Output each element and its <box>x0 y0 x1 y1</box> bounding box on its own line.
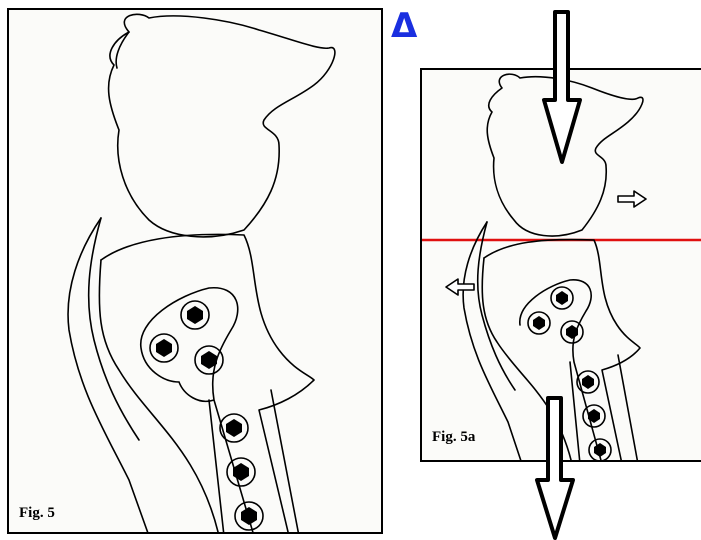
tibial-plateau-outline <box>484 240 640 462</box>
screw-head <box>594 443 606 457</box>
screw-head <box>226 419 242 437</box>
figure-5-caption: Fig. 5 <box>19 505 55 522</box>
small-hollow-arrow-icon <box>446 279 474 295</box>
figure-5-drawing <box>9 10 383 534</box>
figure-5a-drawing <box>422 70 701 462</box>
figure-5a-panel: Fig. 5a <box>420 68 701 462</box>
fibula-outline <box>463 222 522 462</box>
screw-head <box>582 375 594 389</box>
fibula-outline <box>68 218 149 534</box>
screw-head <box>233 463 249 481</box>
screw-head <box>156 339 172 357</box>
small-hollow-arrow-icon <box>618 191 646 207</box>
figure-5-panel: Fig. 5 <box>7 8 383 534</box>
femoral-head-outline <box>487 74 643 236</box>
delta-symbol: Δ <box>391 6 417 46</box>
fibula-inner <box>89 218 139 440</box>
screw-head <box>556 291 568 305</box>
screw-head <box>187 306 203 324</box>
femoral-head-outline <box>109 14 335 237</box>
tibial-plateau-left <box>482 258 572 462</box>
tibial-plateau-left <box>99 260 219 534</box>
figure-5a-caption: Fig. 5a <box>432 429 475 446</box>
screw-head <box>241 507 257 525</box>
screw-group <box>528 287 611 461</box>
screw-head <box>566 325 578 339</box>
bone-plate-outline <box>141 288 254 534</box>
screw-head <box>533 316 545 330</box>
femoral-condyle-cap <box>116 32 129 68</box>
